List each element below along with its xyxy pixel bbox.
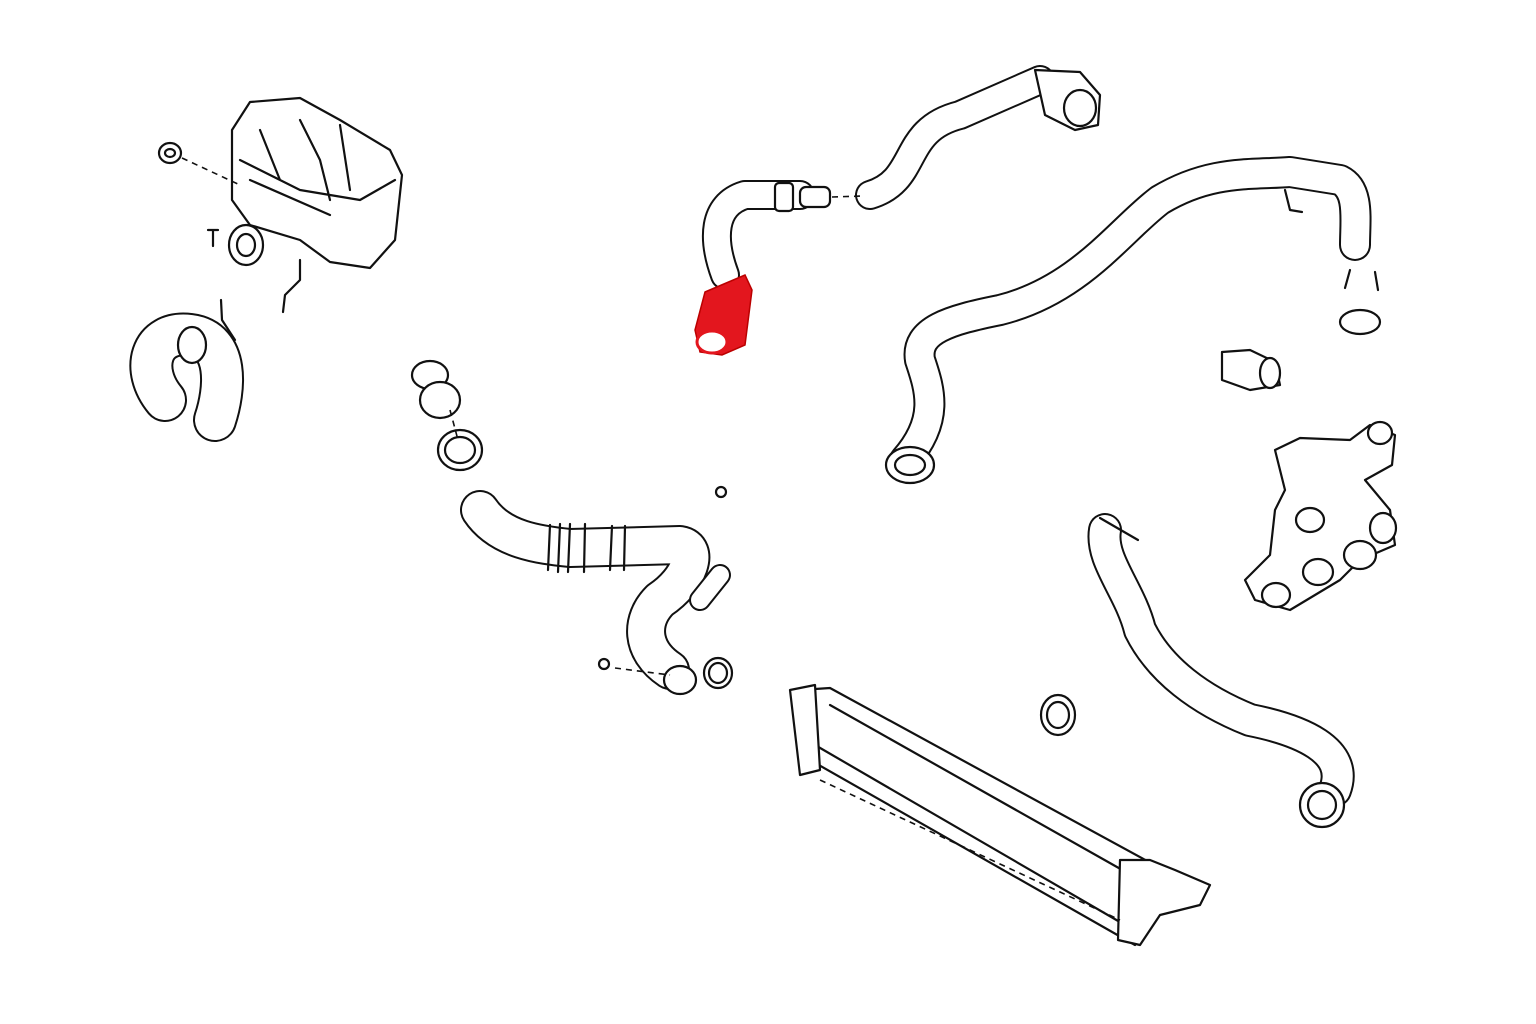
washer[interactable] [157, 141, 183, 165]
hose-clamp[interactable] [1338, 268, 1382, 336]
screw[interactable] [597, 485, 728, 671]
assembly-line [831, 195, 863, 198]
lower-radiator-hose[interactable] [884, 156, 1372, 485]
intercooler[interactable] [788, 683, 1212, 947]
bolt[interactable] [206, 228, 220, 248]
charge-air-pipe[interactable] [410, 359, 731, 696]
intercooler-outlet-hose[interactable] [1087, 513, 1355, 829]
assembly-line [819, 779, 1121, 921]
hose-connector[interactable] [1220, 348, 1282, 392]
upper-coolant-hose[interactable] [701, 65, 1102, 290]
o-ring[interactable] [702, 656, 734, 690]
hose-clamp[interactable] [1039, 693, 1077, 737]
assembly-line [449, 409, 671, 676]
turbocharger[interactable] [1243, 420, 1398, 612]
intercooler-hose-elbow[interactable] [694, 274, 753, 356]
air-filter-housing[interactable] [227, 96, 404, 314]
air-intake-hose[interactable] [129, 298, 244, 442]
